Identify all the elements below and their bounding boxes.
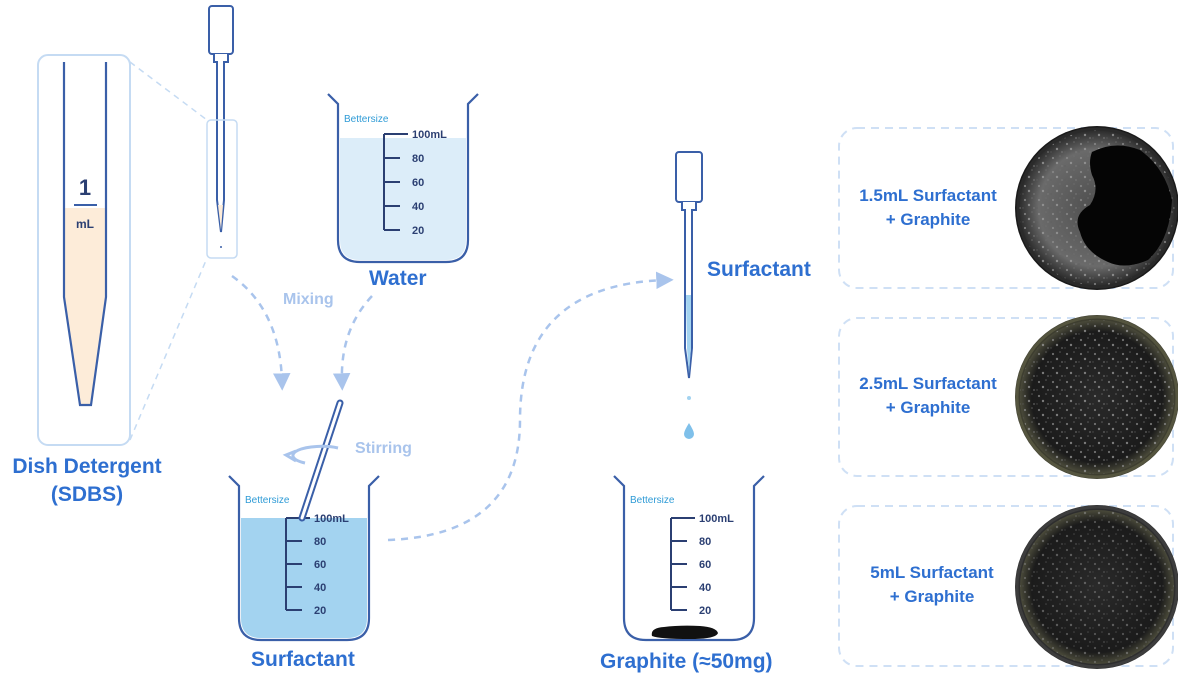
surfactant-tick-20: 20 [314, 605, 326, 617]
graphite-tick-60: 60 [699, 559, 711, 571]
mixing-label: Mixing [283, 291, 334, 308]
result-2-line1: 2.5mL Surfactant [859, 374, 997, 393]
graphite-powder [651, 625, 718, 639]
tube-outline [62, 62, 108, 407]
result-box-3 [838, 505, 1178, 669]
surfactant-beaker-label: Surfactant [251, 648, 355, 671]
water-beaker: Bettersize 100mL 80 60 40 20 [327, 93, 479, 264]
result-box-1 [838, 126, 1178, 290]
petri-dish-3 [1015, 505, 1178, 669]
surfactant-beaker: Bettersize 100mL 80 60 40 20 [228, 399, 380, 642]
graphite-tick-80: 80 [699, 536, 711, 548]
result-2-line2: + Graphite [885, 398, 971, 417]
petri-dish-1 [1015, 126, 1178, 290]
tube-volume-number: 1 [79, 175, 91, 200]
graphite-tick-100: 100mL [699, 513, 734, 525]
tube-volume-unit: mL [76, 217, 94, 231]
detergent-tube-zoom: 1 mL [37, 54, 131, 446]
detergent-liquid [64, 208, 106, 405]
surfactant-beaker-brand: Bettersize [245, 495, 290, 506]
graphite-tick-20: 20 [699, 605, 711, 617]
water-label: Water [369, 267, 427, 290]
mixing-arrows [231, 274, 373, 391]
surfactant-tick-100: 100mL [314, 513, 349, 525]
graphite-label: Graphite (≈50mg) [600, 650, 773, 673]
graphite-beaker: Bettersize 100mL 80 60 40 20 [613, 475, 765, 642]
water-tick-20: 20 [412, 225, 424, 237]
water-tick-100: 100mL [412, 129, 447, 141]
result-box-2 [838, 315, 1178, 479]
result-3-line2: + Graphite [889, 587, 975, 606]
dish-detergent-label: Dish Detergent (SDBS) [2, 455, 172, 507]
graphite-beaker-brand: Bettersize [630, 495, 675, 506]
surfactant-pipette [675, 151, 703, 439]
petri-dish-2 [1015, 315, 1178, 479]
water-tick-80: 80 [412, 153, 424, 165]
surfactant-tick-40: 40 [314, 582, 326, 594]
result-3-line1: 5mL Surfactant [870, 563, 994, 582]
zoom-guides [129, 61, 208, 441]
surfactant-tick-60: 60 [314, 559, 326, 571]
stirring-rod [298, 399, 344, 522]
result-label-1: 1.5mL Surfactant + Graphite [842, 184, 1014, 232]
droplet [684, 423, 694, 439]
result-label-3: 5mL Surfactant + Graphite [846, 561, 1018, 609]
result-1-line2: + Graphite [885, 210, 971, 229]
stirring-label: Stirring [355, 440, 412, 457]
water-tick-60: 60 [412, 177, 424, 189]
graphite-tick-40: 40 [699, 582, 711, 594]
surfactant-tick-80: 80 [314, 536, 326, 548]
result-label-2: 2.5mL Surfactant + Graphite [842, 372, 1014, 420]
dish-detergent-line2: (SDBS) [50, 483, 124, 506]
result-1-line1: 1.5mL Surfactant [859, 186, 997, 205]
stirring-arrow [282, 444, 339, 465]
water-beaker-brand: Bettersize [344, 114, 389, 125]
water-tick-40: 40 [412, 201, 424, 213]
transfer-arrow [387, 271, 674, 542]
dish-detergent-line1: Dish Detergent [12, 455, 162, 478]
detergent-pipette [206, 5, 238, 259]
surfactant-pipette-label: Surfactant [707, 258, 811, 281]
